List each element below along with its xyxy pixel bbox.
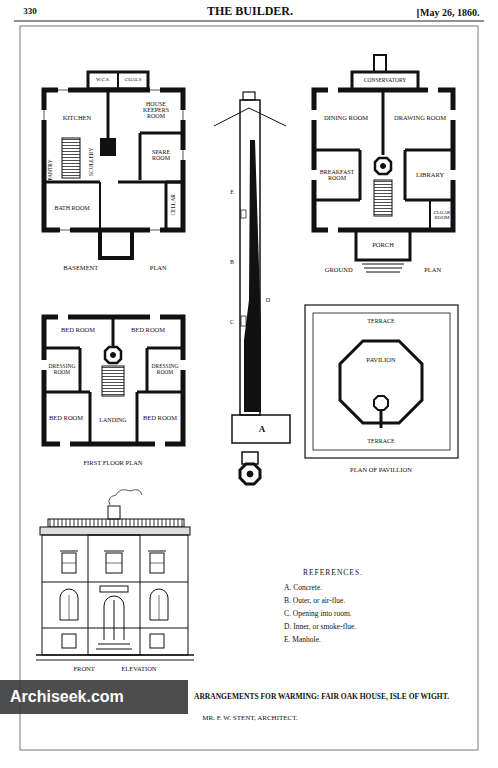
- room: BED ROOM: [142, 415, 178, 422]
- room-name: PAVILION: [338, 339, 424, 364]
- room: W.C.S.: [95, 77, 111, 82]
- room-name: W.C.S.: [96, 77, 110, 82]
- room: BED ROOM: [48, 415, 84, 422]
- octagon-outline: [338, 339, 424, 425]
- room-name: PANTRY: [48, 159, 54, 180]
- room: DRESSING ROOM: [148, 364, 182, 376]
- room: PANTRY: [48, 158, 54, 181]
- room-name: LANDING: [99, 417, 126, 423]
- room-name: BATH ROOM: [54, 205, 89, 211]
- room-name: SPARE ROOM: [143, 149, 179, 162]
- room-name: BREAKFAST ROOM: [317, 169, 357, 182]
- reference-note: B. Outer, or air-flue.: [284, 597, 345, 605]
- room: SCULLERY: [89, 147, 95, 177]
- room: SPARE ROOM: [142, 149, 180, 162]
- room: KITCHEN: [62, 115, 93, 122]
- plan-title: FRONT ELEVATION: [73, 665, 156, 672]
- room-name: LIBRARY: [416, 172, 444, 179]
- plan-title: FIRST FLOOR PLAN: [83, 459, 142, 466]
- room: CELLAR: [171, 193, 177, 216]
- room-name: DRESSING ROOM: [149, 364, 181, 376]
- room: BATH ROOM: [53, 205, 90, 211]
- room-name: CONSERVATORY: [364, 78, 406, 84]
- room: CONSERVATORY: [363, 78, 407, 84]
- page-header: 330: [23, 7, 37, 17]
- room-name: KITCHEN: [63, 115, 92, 122]
- reference-note: C. Opening into room.: [284, 610, 352, 618]
- reference-note: REFERENCES.: [303, 569, 363, 577]
- room-name: BED ROOM: [49, 415, 83, 422]
- callout-letter: D: [266, 297, 270, 304]
- reference-note: D. Inner, or smoke-flue.: [284, 623, 356, 631]
- page-header: THE BUILDER.: [207, 5, 293, 18]
- room-name: DINING ROOM: [324, 115, 368, 122]
- watermark: Archiseek.com: [10, 688, 124, 706]
- room: DRESSING ROOM: [45, 364, 79, 376]
- callout-letter: A: [259, 425, 266, 435]
- room: DINING ROOM: [323, 115, 369, 122]
- caption: ARRANGEMENTS FOR WARMING: FAIR OAK HOUSE…: [194, 693, 449, 701]
- plan-title: PLAN OF PAVILLION: [350, 466, 412, 473]
- plan-title: TERRACE: [367, 318, 394, 325]
- plan-title: BASEMENT PLAN: [63, 264, 167, 271]
- room: PORCH: [371, 242, 395, 249]
- room-name: BED ROOM: [61, 327, 95, 334]
- room-name: CLOAK ROOM: [431, 210, 453, 221]
- reference-note: A. Concrete.: [284, 584, 322, 592]
- room: LIBRARY: [415, 172, 445, 179]
- room: LANDING: [98, 417, 127, 423]
- room: BREAKFAST ROOM: [316, 169, 358, 182]
- plan-title: GROUND PLAN: [325, 266, 441, 273]
- callout-letter: E: [230, 189, 234, 196]
- room: CLOAK ROOM: [430, 210, 454, 221]
- room-name: PORCH: [372, 242, 394, 249]
- room-name: COALS: [125, 77, 141, 82]
- reference-note: E. Manhole.: [284, 636, 321, 644]
- plan-title: TERRACE: [367, 438, 394, 445]
- callout-letter: C: [230, 319, 234, 326]
- room: BED ROOM: [60, 327, 96, 334]
- room-name: DRESSING ROOM: [46, 364, 78, 376]
- room-name: HOUSE KEEPERS ROOM: [136, 101, 176, 120]
- architect-credit: MR. F. W. STENT, ARCHITECT.: [202, 715, 297, 723]
- room: BED ROOM: [130, 327, 166, 334]
- room-name: BED ROOM: [131, 327, 165, 334]
- pavilion-octagon: PAVILION: [338, 339, 424, 425]
- room-name: SCULLERY: [89, 148, 95, 176]
- room: COALS: [124, 77, 142, 82]
- room-name: CELLAR: [171, 194, 177, 215]
- room: HOUSE KEEPERS ROOM: [135, 101, 177, 120]
- room: DRAWING ROOM: [393, 115, 447, 122]
- callout-letter: B: [230, 259, 234, 266]
- room-name: BED ROOM: [143, 415, 177, 422]
- room-name: DRAWING ROOM: [394, 115, 446, 122]
- page-header: [May 26, 1860.: [417, 7, 480, 18]
